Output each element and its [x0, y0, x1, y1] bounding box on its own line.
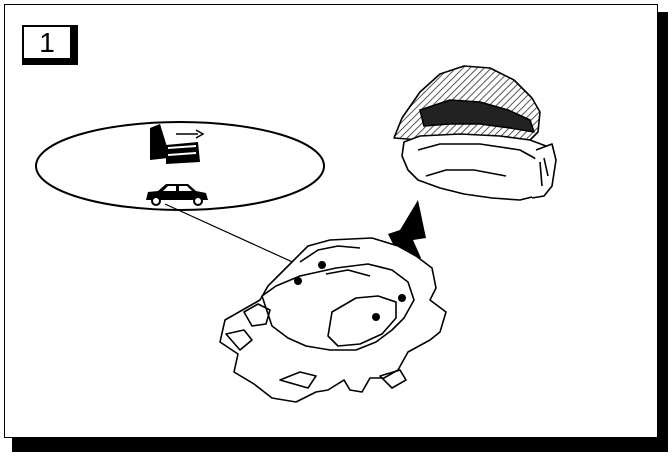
indicator-callout	[36, 122, 324, 210]
seat-base-bracket	[220, 238, 446, 402]
seat-cushion	[394, 66, 556, 200]
